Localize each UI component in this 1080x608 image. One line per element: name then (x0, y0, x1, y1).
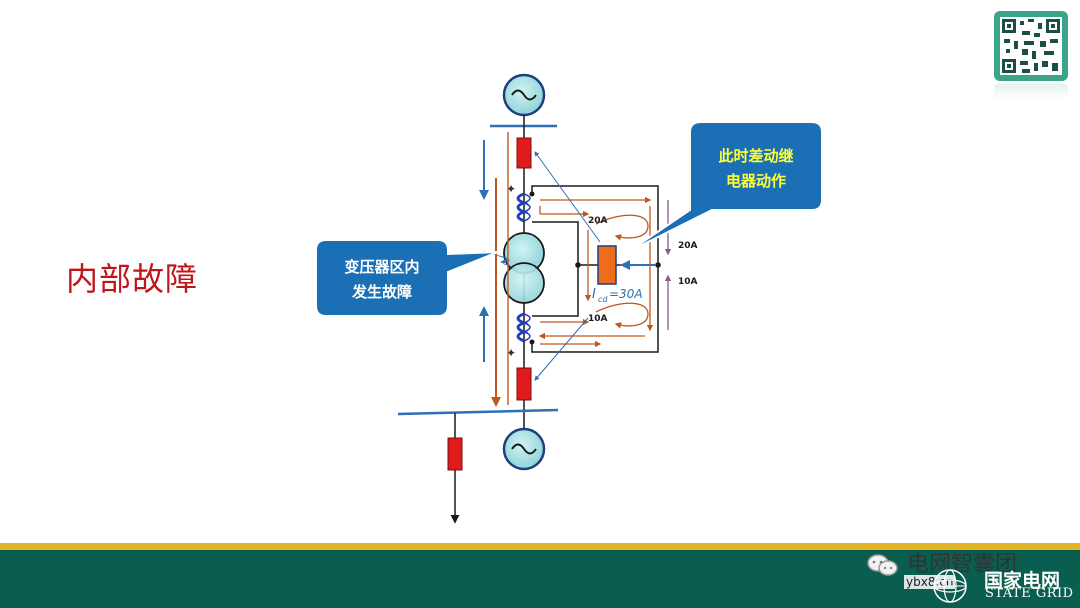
top-breaker-icon (516, 137, 532, 169)
qr-reflection (994, 84, 1068, 100)
footer-gold-strip (0, 543, 1080, 550)
feeder-breaker-icon (447, 437, 463, 471)
slide-title: 内部故障 (66, 260, 199, 298)
svg-text:✦: ✦ (506, 182, 516, 196)
top-generator-icon (502, 73, 546, 117)
differential-relay-icon (597, 245, 617, 285)
svg-text:✦: ✦ (506, 346, 516, 360)
label-20a-outer: 20A (678, 241, 698, 251)
bottom-busbar (397, 408, 559, 416)
secondary-wiring (531, 185, 659, 353)
callout-relay-line2: 电器动作 (726, 172, 786, 190)
wechat-icon (867, 554, 898, 576)
svg-text:=30A: =30A (609, 287, 643, 301)
transformer-icon (503, 232, 545, 304)
label-20a-inner: 20A (588, 216, 608, 226)
svg-text:I: I (592, 287, 596, 302)
footer-bar (0, 550, 1080, 608)
brand-cn: 国家电网 (984, 570, 1061, 592)
qr-code (994, 11, 1068, 81)
bottom-breaker-icon (516, 367, 532, 401)
label-icd: I cd =30A (592, 287, 643, 304)
state-grid-logo-icon (933, 569, 967, 603)
brand-en: STATE GRID (985, 586, 1074, 601)
top-ct-coil-icon (516, 192, 531, 223)
wechat-name: 电网智囊团 (907, 552, 1018, 577)
current-flow-orange (538, 196, 654, 348)
label-10a-inner: 10A (588, 314, 608, 324)
callout-fault: 变压器区内 发生故障 (315, 239, 499, 317)
qr-code-pattern (1000, 17, 1062, 75)
svg-text:cd: cd (598, 295, 608, 304)
callout-relay-line1: 此时差动继 (718, 147, 793, 165)
label-10a-outer: 10A (678, 277, 698, 287)
callout-relay: 此时差动继 电器动作 (627, 121, 823, 253)
bottom-ct-coil-icon (516, 312, 531, 343)
wechat-account: 电网智囊团 (866, 546, 1017, 578)
callout-fault-line1: 变压器区内 (344, 258, 419, 276)
bottom-generator-icon (502, 427, 546, 471)
callout-fault-line2: 发生故障 (351, 283, 412, 301)
